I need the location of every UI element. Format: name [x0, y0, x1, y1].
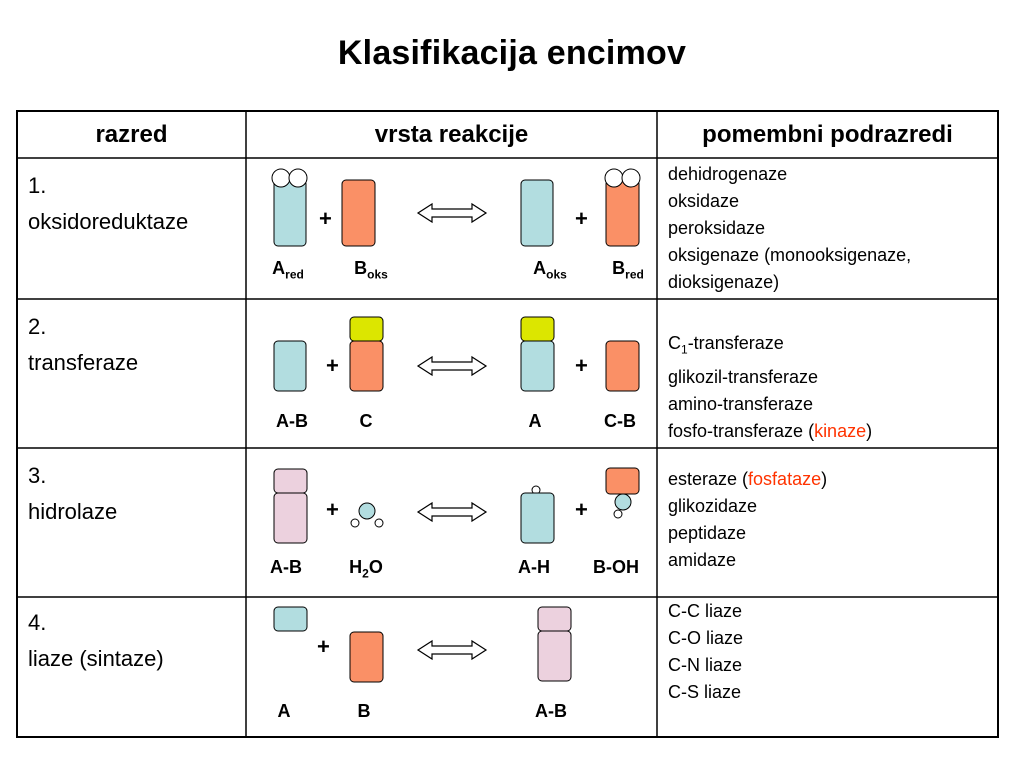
r2-b-group-block: [349, 316, 384, 342]
r4-label-a-b: A-B: [535, 701, 567, 721]
r2-plus-right: +: [575, 353, 588, 378]
r3-b-oh-block: [605, 467, 640, 495]
r3-water-h2: [374, 518, 384, 528]
r1-subclass-5: dioksigenaze): [668, 272, 780, 292]
r1-label-a-red: Ared: [272, 258, 304, 282]
r4-a-block: [273, 606, 308, 632]
r3-label-h2o: H2O: [349, 557, 383, 581]
row1-name: oksidoreduktaze: [28, 209, 189, 234]
row4-number: 4.: [28, 610, 47, 635]
row1-class: 1. oksidoreduktaze: [28, 168, 188, 240]
r3-subclass-1: esteraze (fosfataze): [668, 469, 828, 489]
r2-subclass-2: glikozil-transferaze: [668, 366, 819, 387]
r4-b-block: [349, 631, 384, 683]
r4-label-b: B: [357, 701, 371, 721]
r4-ab-bottom-block: [537, 630, 572, 682]
r2-label-a: A: [528, 411, 542, 431]
row2-class: 2. transferaze: [28, 309, 138, 381]
r1-a-oks-block: [520, 179, 554, 247]
page-title: Klasifikacija encimov: [337, 34, 687, 72]
r1-subclass-2: oksidaze: [668, 191, 740, 211]
r2-a-block: [273, 340, 307, 392]
r4-label-a: A: [277, 701, 291, 721]
row2-subclasses: C1-transferaze glikozil-transferaze amin…: [668, 330, 872, 445]
r2-subclass-4: fosfo-transferaze (kinaze): [668, 420, 873, 441]
r2-a-product-block: [520, 340, 555, 392]
r1-b-red-block: [605, 179, 640, 247]
row1-subclasses: dehidrogenaze oksidaze peroksidaze oksig…: [668, 161, 911, 296]
r3-label-b-oh: B-OH: [593, 557, 639, 577]
r3-a-part-block: [273, 492, 308, 544]
r2-label-a-b: A-B: [276, 411, 308, 431]
r4-equilibrium-arrow: [417, 640, 487, 660]
r3-b-part-block: [273, 468, 308, 494]
r2-label-c: C: [359, 411, 373, 431]
r1-subclass-4: oksigenaze (monooksigenaze,: [668, 245, 912, 265]
r2-label-c-b: C-B: [604, 411, 636, 431]
row2-name: transferaze: [28, 350, 139, 375]
r1-label-b-oks: Boks: [354, 258, 388, 282]
r2-subclass-3: amino-transferaze: [668, 393, 814, 414]
row3-subclasses: esteraze (fosfataze) glikozidaze peptida…: [668, 466, 827, 574]
r1-hydrogen-1: [271, 168, 291, 188]
r1-equilibrium-arrow: [417, 203, 487, 223]
r3-plus-left: +: [326, 497, 339, 522]
r3-subclass-3: peptidaze: [668, 523, 747, 543]
r1-subclass-3: peroksidaze: [668, 218, 766, 238]
row4-subclasses: C-C liaze C-O liaze C-N liaze C-S liaze: [668, 598, 743, 706]
row3-number: 3.: [28, 463, 47, 488]
r3-oh-h: [613, 509, 623, 519]
row3-class: 3. hidrolaze: [28, 458, 117, 530]
r3-a-h-block: [520, 492, 555, 544]
r4-subclass-2: C-O liaze: [668, 628, 744, 648]
r3-label-a-b: A-B: [270, 557, 302, 577]
r4-subclass-4: C-S liaze: [668, 682, 742, 702]
r1-plus-right: +: [575, 206, 588, 231]
r3-subclass-2: glikozidaze: [668, 496, 758, 516]
r2-c-product-block: [605, 340, 640, 392]
r3-water-oxygen: [358, 502, 376, 520]
r2-plus-left: +: [326, 353, 339, 378]
header-razred: razred: [95, 121, 168, 148]
r1-a-red-block: [273, 179, 307, 247]
r3-water-h1: [350, 518, 360, 528]
r4-ab-top-block: [537, 606, 572, 632]
row1-number: 1.: [28, 173, 47, 198]
header-podrazredi: pomembni podrazredi: [702, 121, 953, 148]
r2-equilibrium-arrow: [417, 356, 487, 376]
r4-subclass-1: C-C liaze: [668, 601, 743, 621]
r4-plus: +: [317, 634, 330, 659]
r2-b-group-moved: [520, 316, 555, 342]
r1-subclass-1: dehidrogenaze: [668, 164, 788, 184]
row2-number: 2.: [28, 314, 47, 339]
r1-hydrogen-2: [288, 168, 308, 188]
r3-plus-right: +: [575, 497, 588, 522]
r1-hydrogen-3: [604, 168, 624, 188]
r1-label-b-red: Bred: [612, 258, 644, 282]
r2-subclass-1: C1-transferaze: [668, 333, 784, 357]
r3-subclass-4: amidaze: [668, 550, 737, 570]
r2-c-block: [349, 340, 384, 392]
row4-class: 4. liaze (sintaze): [28, 605, 164, 677]
r1-plus-left: +: [319, 206, 332, 231]
r3-oh-oxygen: [614, 493, 632, 511]
row3-name: hidrolaze: [28, 499, 118, 524]
r1-label-a-oks: Aoks: [533, 258, 567, 282]
row4-name: liaze (sintaze): [28, 646, 164, 671]
r3-label-a-h: A-H: [518, 557, 550, 577]
r4-subclass-3: C-N liaze: [668, 655, 743, 675]
r1-b-oks-block: [341, 179, 376, 247]
r3-equilibrium-arrow: [417, 502, 487, 522]
header-vrsta-reakcije: vrsta reakcije: [374, 121, 529, 148]
r1-hydrogen-4: [621, 168, 641, 188]
